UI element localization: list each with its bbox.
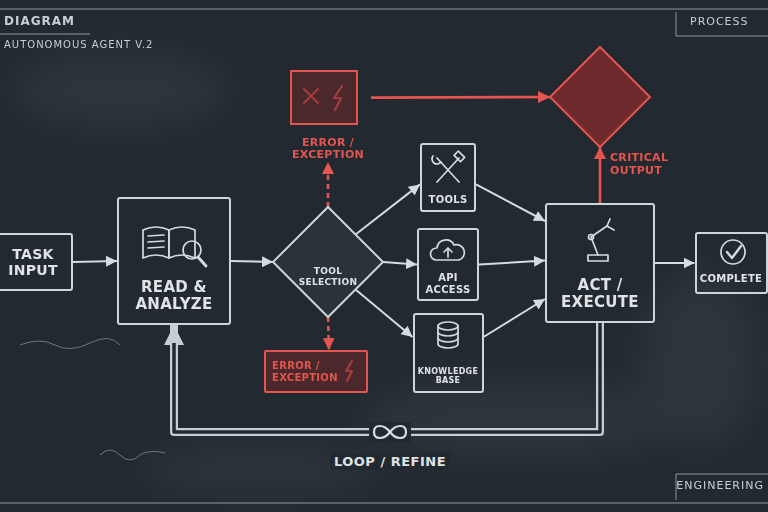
tools-icon [432,151,465,182]
decision-diamond: TOOL SELECTION [273,207,383,317]
connector-arrow [231,261,273,262]
process-box: ERROR / EXCEPTION [285,70,371,162]
process-box: COMPLETE [695,232,768,294]
connector-line [655,262,695,264]
connector-hollow [174,323,600,432]
decision-diamond: CRITICAL OUTPUT [550,47,650,147]
connector-line [231,261,273,262]
connector-line [383,262,417,265]
symbol-patch [369,422,411,443]
process-box: API ACCESS [417,228,479,301]
robot-arm-icon [588,219,614,261]
connector-line [476,184,545,221]
error-box [290,70,358,125]
edge-label: LOOP / REFINE [330,453,450,470]
node-label: COMPLETE [700,273,762,285]
connector-arrow [479,261,545,265]
connector-arrow [383,262,417,265]
process-box: TOOLS [420,143,476,212]
frame-lines [0,9,768,503]
frame-label: AUTONOMOUS AGENT V.2 [4,39,153,50]
check-icon [721,240,745,264]
diamond-outline [550,47,650,147]
node-label: TOOL SELECTION [297,266,359,287]
process-box: ACT / EXECUTE [545,203,655,323]
node-label: CRITICAL OUTPUT [610,152,682,177]
node-label: API ACCESS [419,272,477,295]
node-label: ERROR / EXCEPTION [272,360,338,383]
connector-arrow [174,323,600,432]
connector-line [356,184,421,234]
connector-line [599,147,602,203]
diamond-shape [550,47,650,147]
connector-line [73,261,117,262]
connector-line [479,261,545,265]
process-box: ERROR / EXCEPTION [264,350,368,393]
frame-label: ENGINEERING [676,479,764,492]
connector-arrow [328,162,329,207]
node-label: TOOLS [429,194,468,206]
chalk-smudges [10,50,760,495]
frame-label: DIAGRAM [4,14,75,28]
node-label: KNOWLEDGE BASE [415,367,482,385]
process-box: KNOWLEDGE BASE [413,313,484,393]
connector-arrow [371,97,550,99]
connector-arrow [328,317,329,350]
process-box: READ & ANALYZE [117,197,231,325]
connector-line [356,290,413,338]
connector-arrow [600,147,601,203]
node-label: ACT / EXECUTE [547,277,653,312]
book-icon [143,227,206,266]
process-box: TASK INPUT [0,233,73,291]
connector-line [484,299,546,337]
cloud-icon [430,240,464,260]
node-icons [143,151,745,348]
connector-line [371,96,550,99]
database-icon [438,322,458,348]
node-label: READ & ANALYZE [119,279,229,314]
diamond-shape [273,207,383,317]
frame-label: PROCESS [690,15,749,28]
connector-arrow [73,261,117,262]
signature-scribble [20,338,165,460]
connector-arrow [356,184,421,234]
connector-line [174,323,600,432]
connector-arrow [476,184,545,221]
connector-arrow [356,290,413,338]
infinity-path [374,426,406,438]
node-label: ERROR / EXCEPTION [290,137,366,162]
connector-arrow [655,263,695,264]
connector-arrow [484,299,546,337]
connector-line [328,317,329,350]
connector-line [327,162,330,207]
diamond-outline [273,207,383,317]
node-label: TASK INPUT [0,246,71,278]
